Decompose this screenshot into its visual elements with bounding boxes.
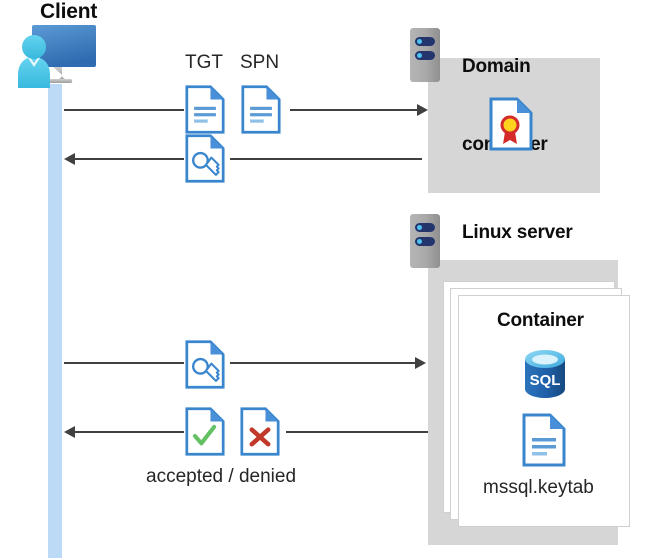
message-line-result-left xyxy=(74,431,184,433)
label-tgt: TGT xyxy=(185,52,223,73)
client-lifeline xyxy=(48,84,62,558)
sql-database-icon: SQL xyxy=(521,349,569,404)
label-spn: SPN xyxy=(240,52,280,73)
message-line-ticket-left xyxy=(74,158,184,160)
cross-document-icon-denied xyxy=(240,406,280,457)
user-with-monitor-icon xyxy=(8,22,104,88)
page-title-client: Client xyxy=(40,0,98,23)
arrowhead-to-linux-server xyxy=(415,357,426,369)
server-rack-icon-domain-controller xyxy=(410,28,440,82)
message-line-tgt-spn-left xyxy=(64,109,184,111)
rack-led xyxy=(417,53,422,58)
document-icon-keytab xyxy=(522,413,566,467)
rack-bay xyxy=(415,223,435,232)
document-icon-spn xyxy=(241,84,281,135)
arrowhead-to-domain-controller xyxy=(417,104,428,116)
certificate-document-icon xyxy=(489,97,533,151)
message-line-container-left xyxy=(64,362,184,364)
message-line-container-right xyxy=(230,362,416,364)
svg-text:SQL: SQL xyxy=(530,372,561,389)
message-line-result-right xyxy=(286,431,428,433)
key-document-icon-ticket xyxy=(185,133,225,184)
rack-led xyxy=(417,39,422,44)
message-line-tgt-spn-right xyxy=(290,109,418,111)
rack-led xyxy=(417,225,422,230)
arrowhead-to-client-ticket xyxy=(64,153,75,165)
label-domain-controller-line1: Domain xyxy=(462,56,531,77)
message-line-ticket-right xyxy=(230,158,422,160)
rack-led xyxy=(417,239,422,244)
server-rack-icon-linux-server xyxy=(410,214,440,268)
label-container: Container xyxy=(497,310,584,331)
label-accepted-denied: accepted / denied xyxy=(146,466,297,487)
document-icon-tgt xyxy=(185,84,225,135)
container-card-front xyxy=(458,295,630,527)
check-document-icon-accepted xyxy=(185,406,225,457)
label-linux-server: Linux server xyxy=(462,222,573,243)
label-keytab-file: mssql.keytab xyxy=(483,477,594,498)
arrowhead-to-client-result xyxy=(64,426,75,438)
rack-bay xyxy=(415,51,435,60)
key-document-icon-container xyxy=(185,339,225,390)
rack-bay xyxy=(415,237,435,246)
rack-bay xyxy=(415,37,435,46)
